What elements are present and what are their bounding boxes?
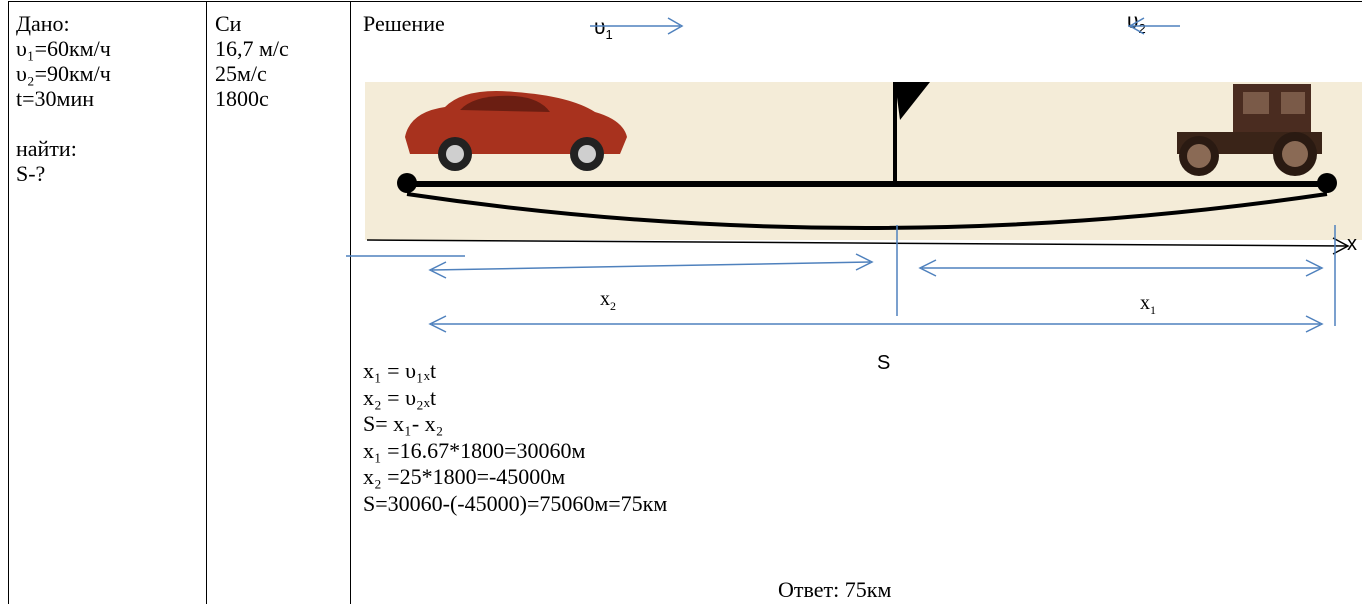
si-line-v2: 25м/с	[215, 61, 267, 86]
find-value: S-?	[16, 161, 46, 186]
given-line-t: t=30мин	[16, 86, 94, 111]
x1-label: x1	[1140, 292, 1156, 317]
velocity-1-label: υ1	[594, 16, 613, 43]
s-distance-arrow	[428, 315, 1324, 333]
find-title: найти:	[16, 136, 77, 161]
velocity-1-arrow	[590, 17, 684, 35]
road-endpoint-right	[1317, 173, 1337, 193]
road-scene-graphic	[397, 82, 1337, 230]
velocity-2-arrow	[1128, 17, 1180, 35]
x1-distance-arrow	[918, 259, 1324, 277]
answer-text: Ответ: 75км	[778, 577, 892, 602]
x-axis	[366, 237, 1350, 255]
red-sports-car	[405, 91, 627, 171]
table-top-border	[8, 1, 1362, 2]
road-illustration	[365, 82, 1362, 240]
road-endpoint-left	[397, 173, 417, 193]
table-left-border	[8, 1, 9, 604]
column-divider-si-solution	[350, 1, 351, 604]
equation-line: S= x₁- x₂	[363, 411, 444, 436]
given-line-v2: υ₂=90км/ч	[16, 61, 111, 86]
equation-line: x₂ =25*1800=-45000м	[363, 464, 566, 489]
flag-pole	[893, 82, 897, 184]
equation-line: x₁ =16.67*1800=30060м	[363, 437, 586, 463]
si-line-t: 1800с	[215, 86, 269, 111]
equation-line: x₁ = υ₁ₓt	[363, 358, 437, 383]
velocity-2-label: υ2	[1127, 10, 1146, 37]
given-line-v1: υ₁=60км/ч	[16, 36, 111, 61]
road-curve	[406, 192, 1328, 230]
x2-distance-arrow	[428, 253, 874, 279]
old-car	[1177, 84, 1322, 176]
given-title: Дано:	[16, 11, 70, 36]
si-column: Си 16,7 м/с 25м/с 1800с	[215, 11, 289, 111]
x-axis-label: x	[1347, 233, 1357, 255]
given-column: Дано: υ₁=60км/ч υ₂=90км/ч t=30мин найти:…	[16, 11, 111, 186]
equation-line: x₂ = υ₂ₓt	[363, 384, 437, 410]
solution-title: Решение	[363, 11, 445, 36]
equation-line: S=30060-(-45000)=75060м=75км	[363, 490, 668, 516]
solution-equations: x₁ = υ₁ₓt x₂ = υ₂ₓt S= x₁- x₂ x₁ =16.67*…	[363, 358, 667, 517]
si-title: Си	[215, 11, 242, 36]
x2-label: x2	[600, 288, 616, 313]
si-line-v1: 16,7 м/с	[215, 36, 289, 61]
flag-shape	[895, 82, 930, 120]
s-label: S	[877, 352, 891, 374]
column-divider-given-si	[206, 1, 207, 604]
